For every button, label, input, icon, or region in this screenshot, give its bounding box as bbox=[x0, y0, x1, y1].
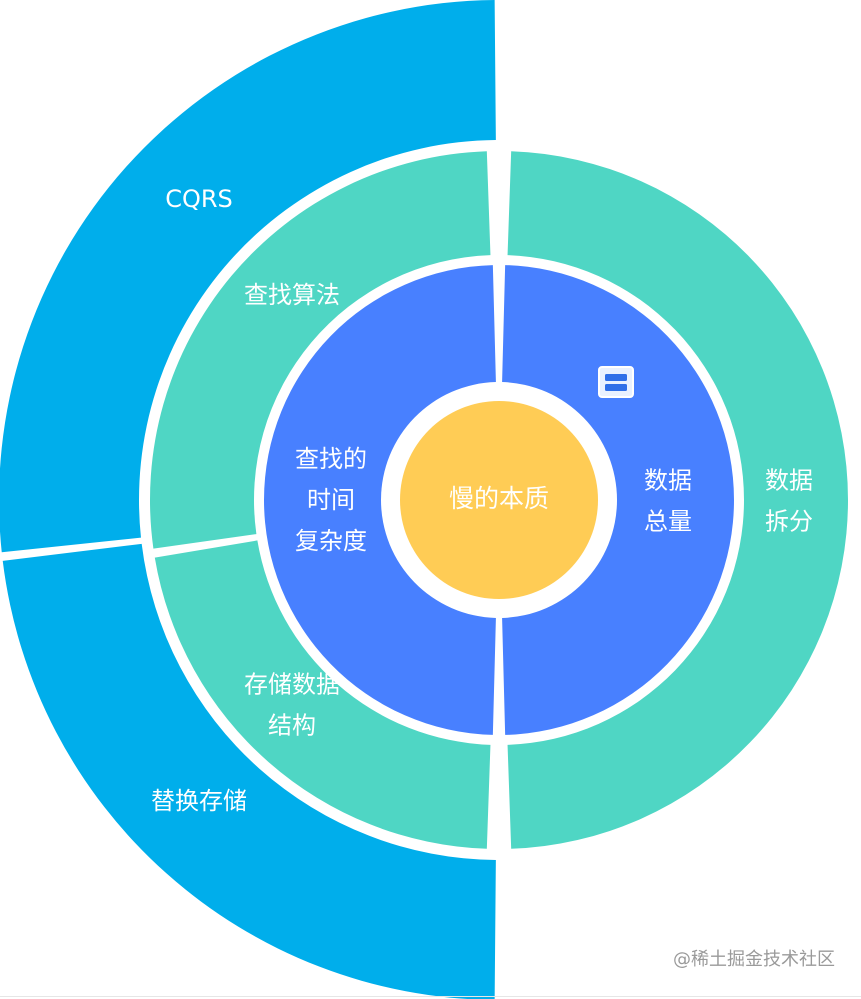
label-storage-structure-line-2: 结构 bbox=[268, 712, 316, 740]
core-circle: 慢的本质 bbox=[400, 401, 598, 599]
label-data-volume-line-1: 数据 bbox=[644, 467, 692, 495]
inner-ring bbox=[263, 265, 735, 735]
label-replace-storage-line-1: 替换存储 bbox=[151, 787, 247, 815]
label-data-split-line-2: 拆分 bbox=[765, 508, 813, 536]
inner-segment-time-complexity bbox=[263, 265, 496, 735]
icon-layer bbox=[598, 366, 634, 398]
outer-segment-cqrs bbox=[0, 0, 496, 553]
label-storage-structure-line-1: 存储数据 bbox=[244, 671, 340, 699]
outer-segment-replace-storage bbox=[2, 543, 496, 999]
core-label: 慢的本质 bbox=[449, 484, 549, 513]
middle-segment-search-algorithm bbox=[149, 151, 491, 549]
label-data-split-line-1: 数据 bbox=[765, 467, 813, 495]
watermark: @稀土掘金技术社区 bbox=[673, 949, 835, 970]
list-icon bbox=[598, 366, 634, 398]
label-time-complexity-line-3: 复杂度 bbox=[295, 527, 367, 555]
outer-ring bbox=[0, 0, 496, 999]
label-time-complexity-line-2: 时间 bbox=[307, 486, 355, 514]
label-data-volume-line-2: 总量 bbox=[644, 508, 692, 536]
label-cqrs-line-1: CQRS bbox=[165, 185, 233, 213]
label-time-complexity-line-1: 查找的 bbox=[295, 445, 367, 473]
middle-segment-storage-structure bbox=[154, 540, 491, 849]
label-search-algorithm-line-1: 查找算法 bbox=[244, 281, 340, 309]
inner-segment-data-volume bbox=[502, 265, 735, 735]
bottom-divider bbox=[0, 996, 861, 997]
